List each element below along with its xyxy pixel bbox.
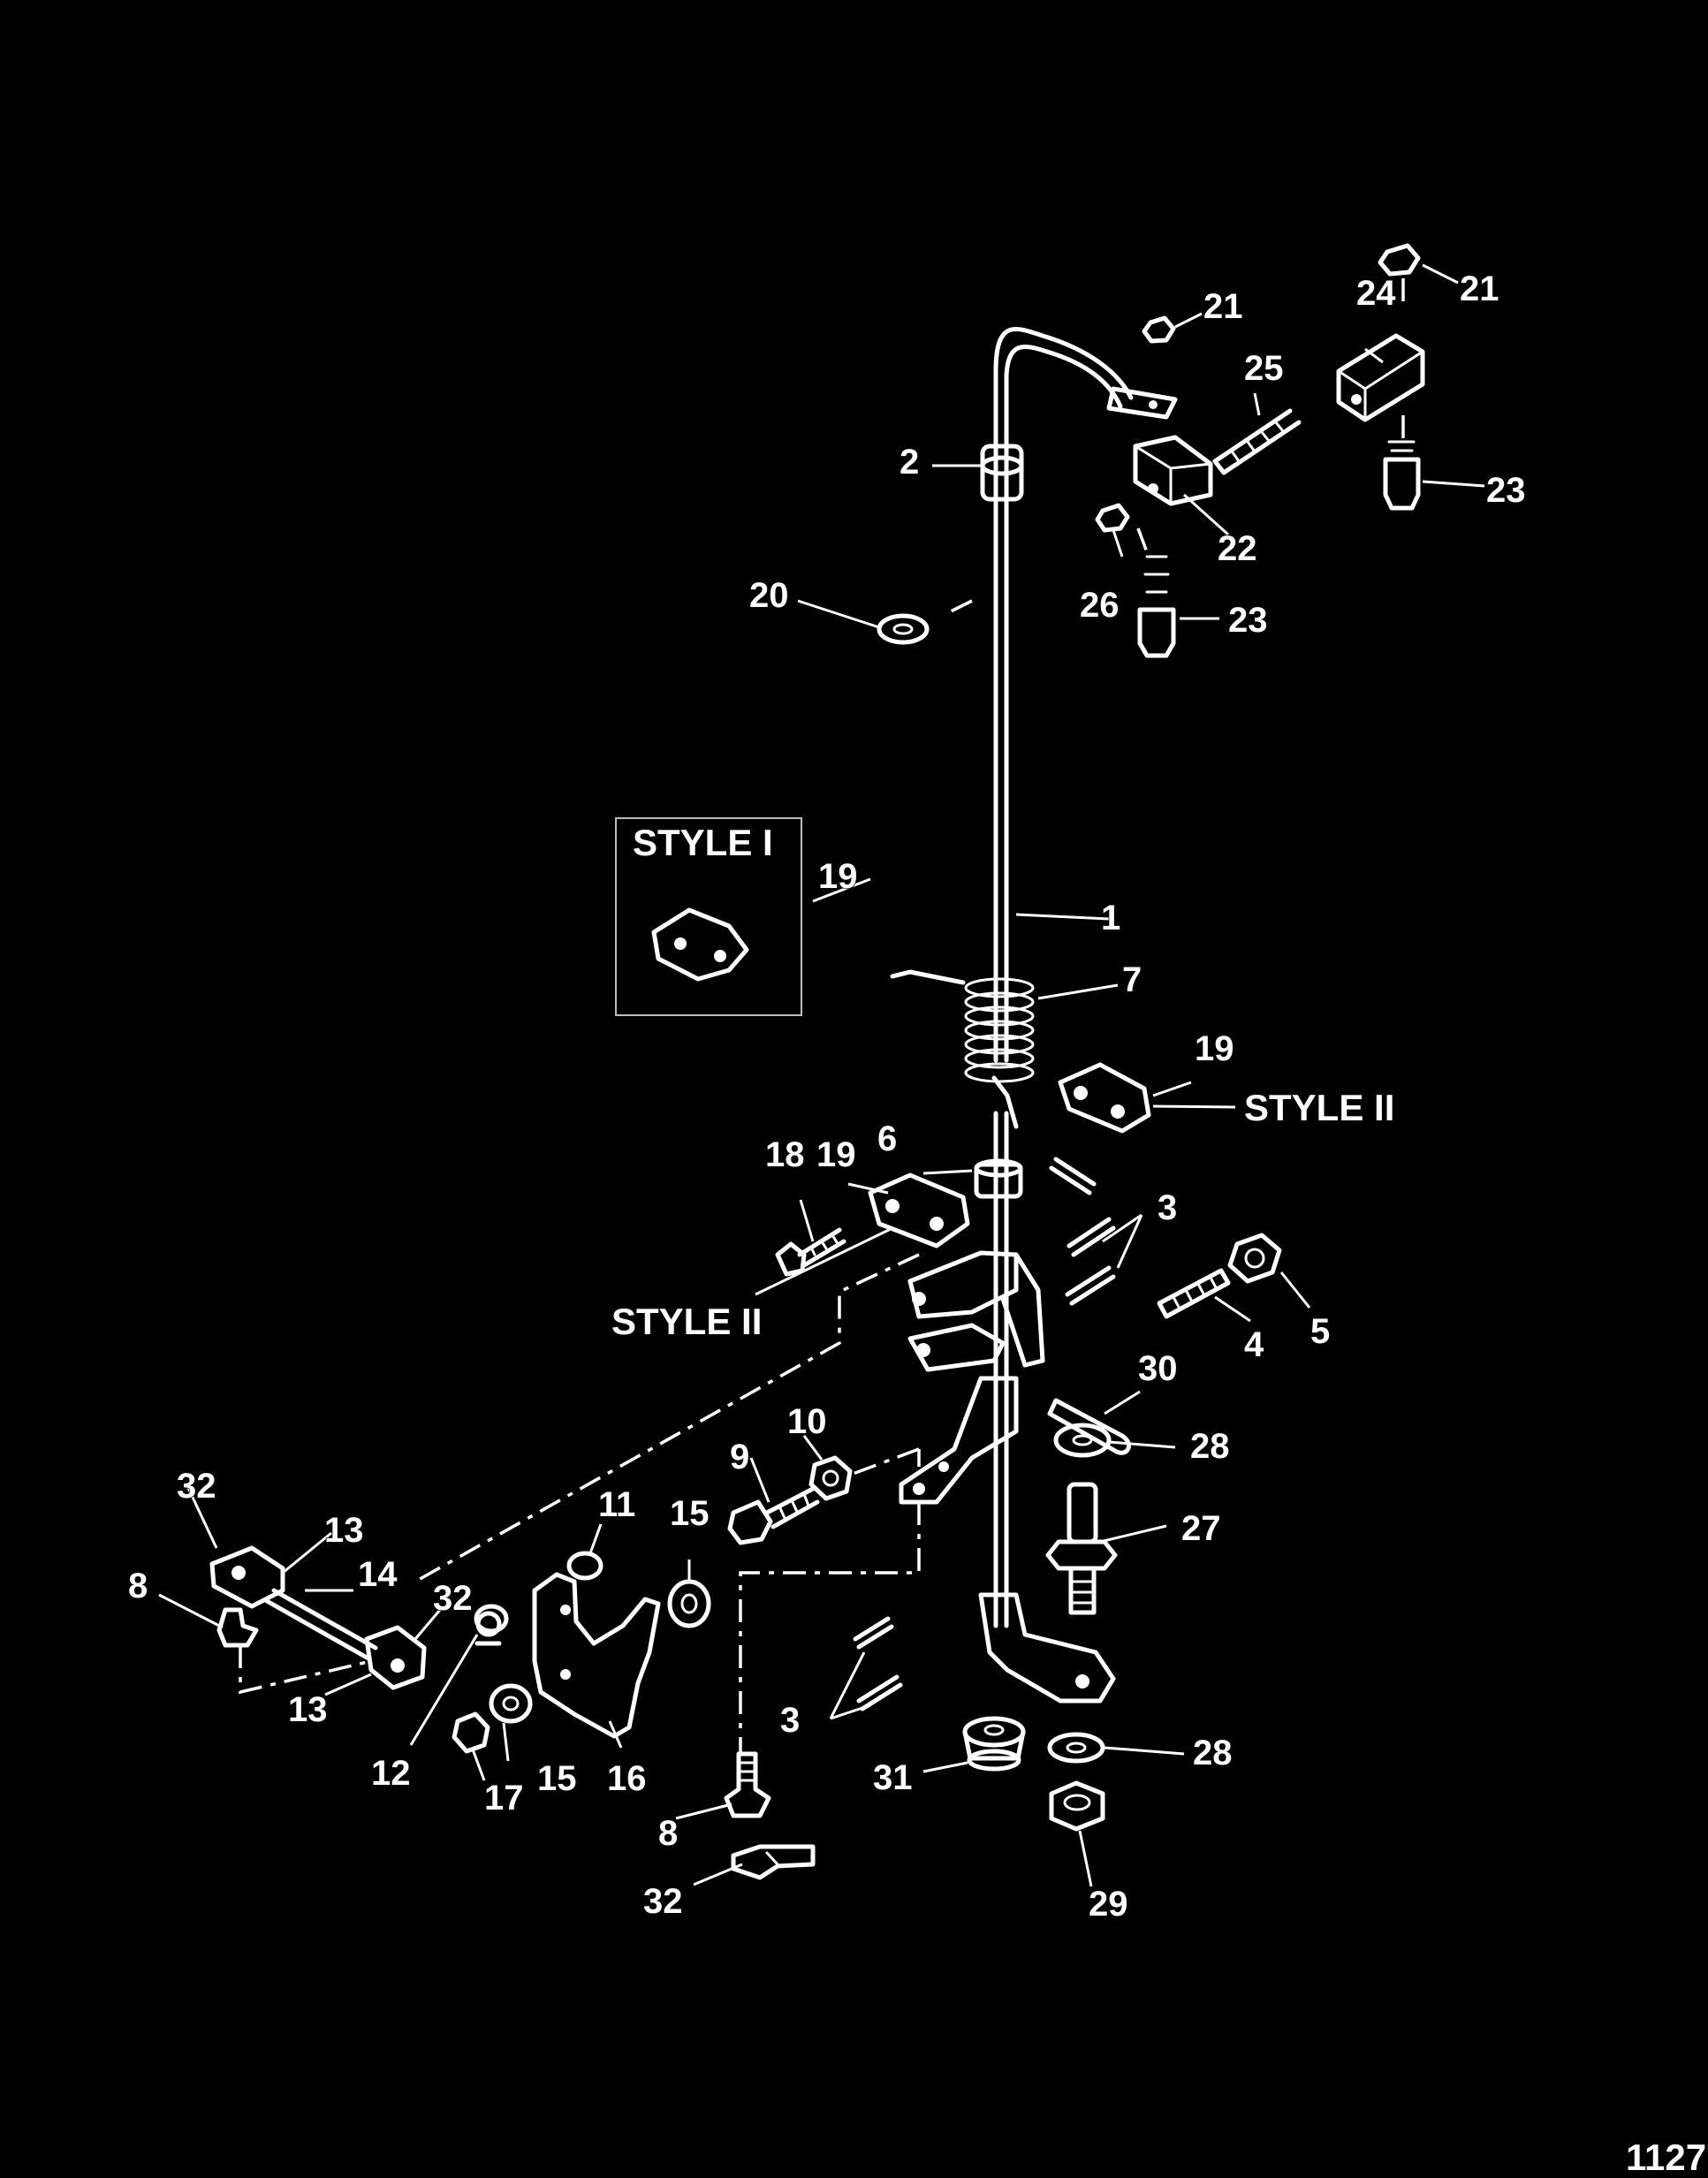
style-2-label-left: STYLE II bbox=[611, 1301, 762, 1342]
style-1-inset-frame bbox=[615, 817, 802, 1016]
part-number-label: 15 bbox=[670, 1494, 710, 1533]
clamp-style-2-upper bbox=[1058, 1062, 1151, 1134]
part-number-label: 32 bbox=[643, 1882, 683, 1921]
parts-artwork bbox=[209, 243, 1425, 1880]
part-number-label: 20 bbox=[749, 576, 789, 615]
part-number-label: 11 bbox=[598, 1485, 635, 1524]
part-number-label: 9 bbox=[730, 1438, 749, 1476]
bracket-washer-lower bbox=[489, 1683, 533, 1724]
part-number-label: 7 bbox=[1122, 960, 1142, 999]
part-number-label: 10 bbox=[787, 1402, 827, 1441]
retaining-clip bbox=[566, 1551, 603, 1581]
throttle-arm-lower bbox=[899, 1376, 1019, 1505]
part-number-label: 19 bbox=[1195, 1029, 1234, 1068]
grommet bbox=[962, 1716, 1026, 1772]
part-number-label: 13 bbox=[324, 1511, 364, 1550]
bracket-nut bbox=[452, 1711, 490, 1754]
part-number-label: 27 bbox=[1181, 1509, 1221, 1548]
part-number-label: 8 bbox=[128, 1567, 148, 1605]
part-number-label: 30 bbox=[1138, 1349, 1178, 1388]
part-number-label: 4 bbox=[1244, 1325, 1264, 1364]
shaft-bushing bbox=[980, 444, 1024, 502]
part-number-label: 1 bbox=[1101, 899, 1120, 937]
part-number-label: 5 bbox=[1310, 1312, 1330, 1351]
ball-stud-left bbox=[216, 1607, 259, 1648]
threaded-stud bbox=[1157, 1268, 1231, 1319]
part-number-label: 32 bbox=[177, 1467, 216, 1506]
flat-washer-lower bbox=[1047, 1732, 1105, 1764]
ball-stud-bottom bbox=[724, 1751, 771, 1818]
part-number-label: 8 bbox=[658, 1814, 678, 1853]
hex-nut bbox=[1227, 1233, 1282, 1284]
part-number-label: 21 bbox=[1203, 287, 1243, 326]
link-rod-end-right bbox=[364, 1625, 427, 1690]
throttle-arm-bottom bbox=[978, 1592, 1116, 1704]
part-number-label: 32 bbox=[433, 1579, 473, 1618]
part-number-label: 19 bbox=[818, 857, 858, 896]
style-2-label-right: STYLE II bbox=[1244, 1087, 1394, 1128]
link-rod-end-left bbox=[209, 1545, 285, 1609]
part-number-label: 23 bbox=[1228, 601, 1268, 640]
ball-socket-bottom bbox=[731, 1844, 816, 1880]
part-number-label: 15 bbox=[537, 1759, 577, 1798]
diagram-labels: STYLE I STYLE II STYLE II 11277 1 2 3 3 … bbox=[127, 269, 1708, 2178]
part-number-label: 13 bbox=[288, 1690, 328, 1729]
adjustment-screw bbox=[727, 1486, 820, 1545]
part-number-label: 29 bbox=[1089, 1885, 1128, 1924]
jam-nut bbox=[808, 1455, 853, 1501]
spacer-bushing bbox=[974, 1158, 1023, 1199]
flat-washer-upper bbox=[1053, 1423, 1112, 1458]
shoulder-bushing bbox=[474, 1604, 509, 1634]
part-number-label: 26 bbox=[1080, 586, 1120, 625]
part-number-label: 28 bbox=[1193, 1734, 1233, 1772]
clamp-style-2-lower bbox=[868, 1172, 970, 1248]
figure-id: 11277 bbox=[1626, 2136, 1708, 2178]
style-1-inset-label: STYLE I bbox=[633, 822, 773, 863]
part-number-label: 14 bbox=[358, 1555, 398, 1594]
part-number-label: 28 bbox=[1190, 1427, 1230, 1466]
part-number-label: 6 bbox=[877, 1119, 897, 1158]
assembly-lines bbox=[239, 278, 1405, 1754]
clamp-style-1 bbox=[651, 907, 749, 982]
torsion-spring bbox=[890, 969, 1035, 1129]
part-number-label: 2 bbox=[900, 443, 919, 482]
throttle-shaft bbox=[993, 326, 1178, 1628]
part-number-label: 22 bbox=[1218, 529, 1257, 568]
link-rod bbox=[264, 1588, 378, 1661]
part-number-label: 25 bbox=[1244, 349, 1284, 388]
leader-lines bbox=[158, 263, 1485, 1887]
part-number-label: 3 bbox=[780, 1701, 800, 1740]
part-number-label: 24 bbox=[1356, 274, 1396, 313]
throttle-link-assembly bbox=[1095, 243, 1425, 658]
e-clip bbox=[877, 613, 930, 645]
pivot-stud bbox=[1045, 1482, 1118, 1615]
screw bbox=[775, 1227, 846, 1277]
part-number-label: 3 bbox=[1158, 1188, 1177, 1227]
bracket-washer-upper bbox=[667, 1579, 711, 1628]
part-number-label: 31 bbox=[873, 1758, 913, 1797]
throttle-arm-upper bbox=[907, 1250, 1045, 1372]
part-number-label: 23 bbox=[1486, 471, 1526, 510]
cotter-pin bbox=[1047, 1398, 1131, 1455]
part-number-label: 12 bbox=[371, 1754, 411, 1793]
part-number-label: 19 bbox=[816, 1135, 856, 1174]
cam-bracket bbox=[532, 1572, 661, 1739]
part-number-label: 21 bbox=[1460, 269, 1499, 308]
part-number-label: 16 bbox=[607, 1759, 647, 1798]
locknut bbox=[1049, 1780, 1105, 1832]
part-number-label: 18 bbox=[765, 1135, 805, 1174]
part-number-label: 17 bbox=[484, 1779, 524, 1818]
